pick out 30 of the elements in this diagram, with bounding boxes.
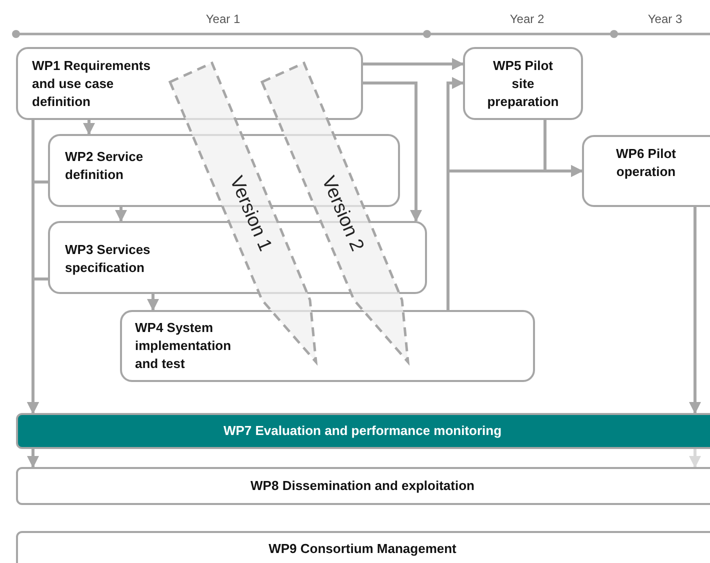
arrow bbox=[115, 207, 127, 222]
work-package-title: WP5 Pilot site preparation bbox=[486, 57, 560, 111]
work-package-bar bbox=[16, 531, 710, 563]
version-label: Version 2 bbox=[316, 173, 368, 255]
arrow bbox=[27, 449, 39, 468]
work-package-bar bbox=[16, 413, 710, 449]
work-package-title: WP3 Services specification bbox=[65, 241, 152, 277]
work-package-title: WP1 Requirements and use case definition bbox=[32, 57, 152, 111]
work-package-title: WP8 Dissemination and exploitation bbox=[250, 477, 476, 495]
year-label: Year 3 bbox=[648, 12, 682, 26]
arrow bbox=[147, 294, 159, 311]
work-package-box bbox=[582, 135, 710, 207]
work-package-bar bbox=[16, 467, 710, 505]
work-package-box bbox=[463, 47, 583, 120]
arrow bbox=[689, 207, 701, 414]
arrow bbox=[27, 278, 48, 414]
arrow bbox=[363, 82, 422, 222]
arrow bbox=[363, 58, 464, 70]
work-package-title: WP7 Evaluation and performance monitoring bbox=[222, 422, 503, 440]
arrow bbox=[83, 120, 95, 135]
version-label: Version 1 bbox=[224, 173, 276, 255]
year-label: Year 1 bbox=[206, 12, 240, 26]
work-package-box bbox=[120, 310, 535, 382]
work-package-title: WP2 Service definition bbox=[65, 148, 144, 184]
work-package-title: WP9 Consortium Management bbox=[268, 540, 458, 558]
year-label: Year 2 bbox=[510, 12, 544, 26]
work-package-title: WP4 System implementation and test bbox=[135, 319, 232, 373]
arrow bbox=[544, 120, 583, 177]
arrow bbox=[689, 449, 701, 468]
work-package-title: WP6 Pilot operation bbox=[615, 145, 677, 181]
